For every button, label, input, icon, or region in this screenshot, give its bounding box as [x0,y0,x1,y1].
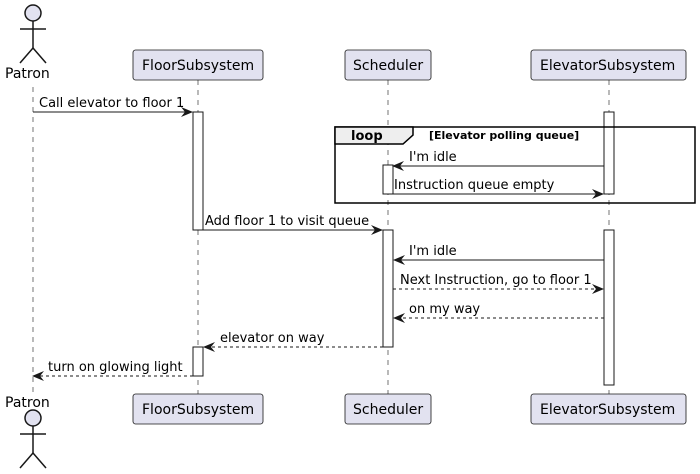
message-label-6: Next Instruction, go to floor 1 [400,273,592,288]
loop-keyword: loop [351,129,383,144]
participants-bottom: Patron FloorSubsystem Scheduler Elevator… [5,393,687,469]
message-label-2: I'm idle [409,150,457,165]
messages: Call elevator to floor 1 I'm idle Instru… [32,96,604,381]
participant-floor-subsystem-bottom-label: FloorSubsystem [142,402,254,418]
actor-patron-bottom: Patron [5,395,50,469]
participant-elevator-subsystem-top-label: ElevatorSubsystem [540,58,675,74]
activation-elevator-1 [603,111,615,195]
activations [192,111,615,386]
message-label-5: I'm idle [409,244,457,259]
message-label-9: turn on glowing light [48,360,183,375]
message-label-8: elevator on way [220,331,325,346]
message-label-3: Instruction queue empty [394,178,555,193]
participant-scheduler-bottom: Scheduler [344,393,432,425]
participant-scheduler-bottom-label: Scheduler [353,402,423,418]
participant-floor-subsystem-top-label: FloorSubsystem [142,58,254,74]
participants-top: Patron FloorSubsystem Scheduler Elevator… [5,4,687,82]
participant-scheduler-top: Scheduler [344,49,432,81]
actor-patron-bottom-icon [19,409,47,469]
participant-floor-subsystem-bottom: FloorSubsystem [132,393,264,425]
loop-fragment: loop [Elevator polling queue] [334,126,696,204]
activation-floor-1 [192,111,204,231]
activation-scheduler-2 [382,229,394,348]
actor-patron-top-icon [19,4,47,64]
activation-floor-2 [192,346,204,377]
participant-floor-subsystem-top: FloorSubsystem [132,49,264,81]
loop-tab [334,126,414,145]
actor-patron-bottom-label: Patron [5,395,50,411]
participant-elevator-subsystem-bottom: ElevatorSubsystem [530,393,687,425]
message-label-1: Call elevator to floor 1 [39,96,184,111]
loop-condition: [Elevator polling queue] [429,129,579,142]
message-label-7: on my way [409,302,480,317]
participant-elevator-subsystem-bottom-label: ElevatorSubsystem [540,402,675,418]
message-label-4: Add floor 1 to visit queue [205,214,369,229]
participant-scheduler-top-label: Scheduler [353,58,423,74]
actor-patron-top-label: Patron [5,66,50,82]
activation-elevator-2 [603,229,615,386]
participant-elevator-subsystem-top: ElevatorSubsystem [530,49,687,81]
activation-scheduler-1 [382,164,394,195]
loop-frame [334,126,696,204]
actor-patron-top: Patron [5,4,50,82]
